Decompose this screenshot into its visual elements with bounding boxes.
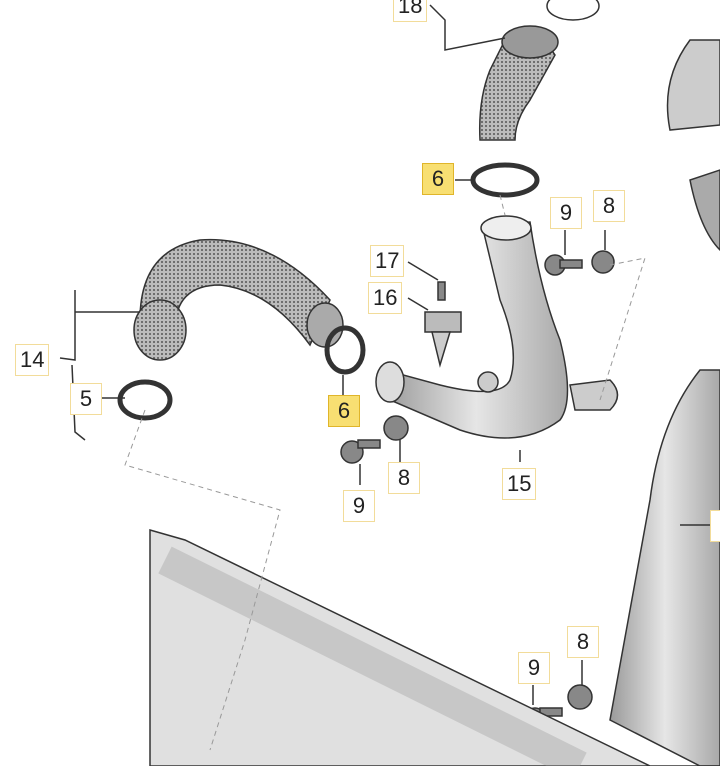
charge-air-pipe-right xyxy=(609,369,720,766)
part-label-cropped xyxy=(710,510,720,542)
sensor-16 xyxy=(424,311,462,333)
part-label-5[interactable]: 5 xyxy=(70,383,102,415)
part-label-6-highlighted[interactable]: 6 xyxy=(328,395,360,427)
hose-14 xyxy=(139,238,331,347)
radiator xyxy=(149,529,720,766)
part-label-8[interactable]: 8 xyxy=(388,462,420,494)
part-label-6-highlighted[interactable]: 6 xyxy=(422,163,454,195)
hose-clamp-6-top xyxy=(470,162,540,198)
part-label-16[interactable]: 16 xyxy=(368,282,403,314)
part-label-9[interactable]: 9 xyxy=(343,490,375,522)
charge-air-pipe-15 xyxy=(384,221,569,439)
part-label-18[interactable]: 18 xyxy=(393,0,428,22)
hose-clamp-5 xyxy=(117,379,173,421)
part-label-15[interactable]: 15 xyxy=(502,468,537,500)
part-label-17[interactable]: 17 xyxy=(370,245,405,277)
part-label-14[interactable]: 14 xyxy=(15,344,50,376)
hose-clamp-6 xyxy=(324,325,366,375)
part-label-8[interactable]: 8 xyxy=(593,190,625,222)
part-label-9[interactable]: 9 xyxy=(550,197,582,229)
part-label-8[interactable]: 8 xyxy=(567,626,599,658)
part-label-9[interactable]: 9 xyxy=(518,652,550,684)
